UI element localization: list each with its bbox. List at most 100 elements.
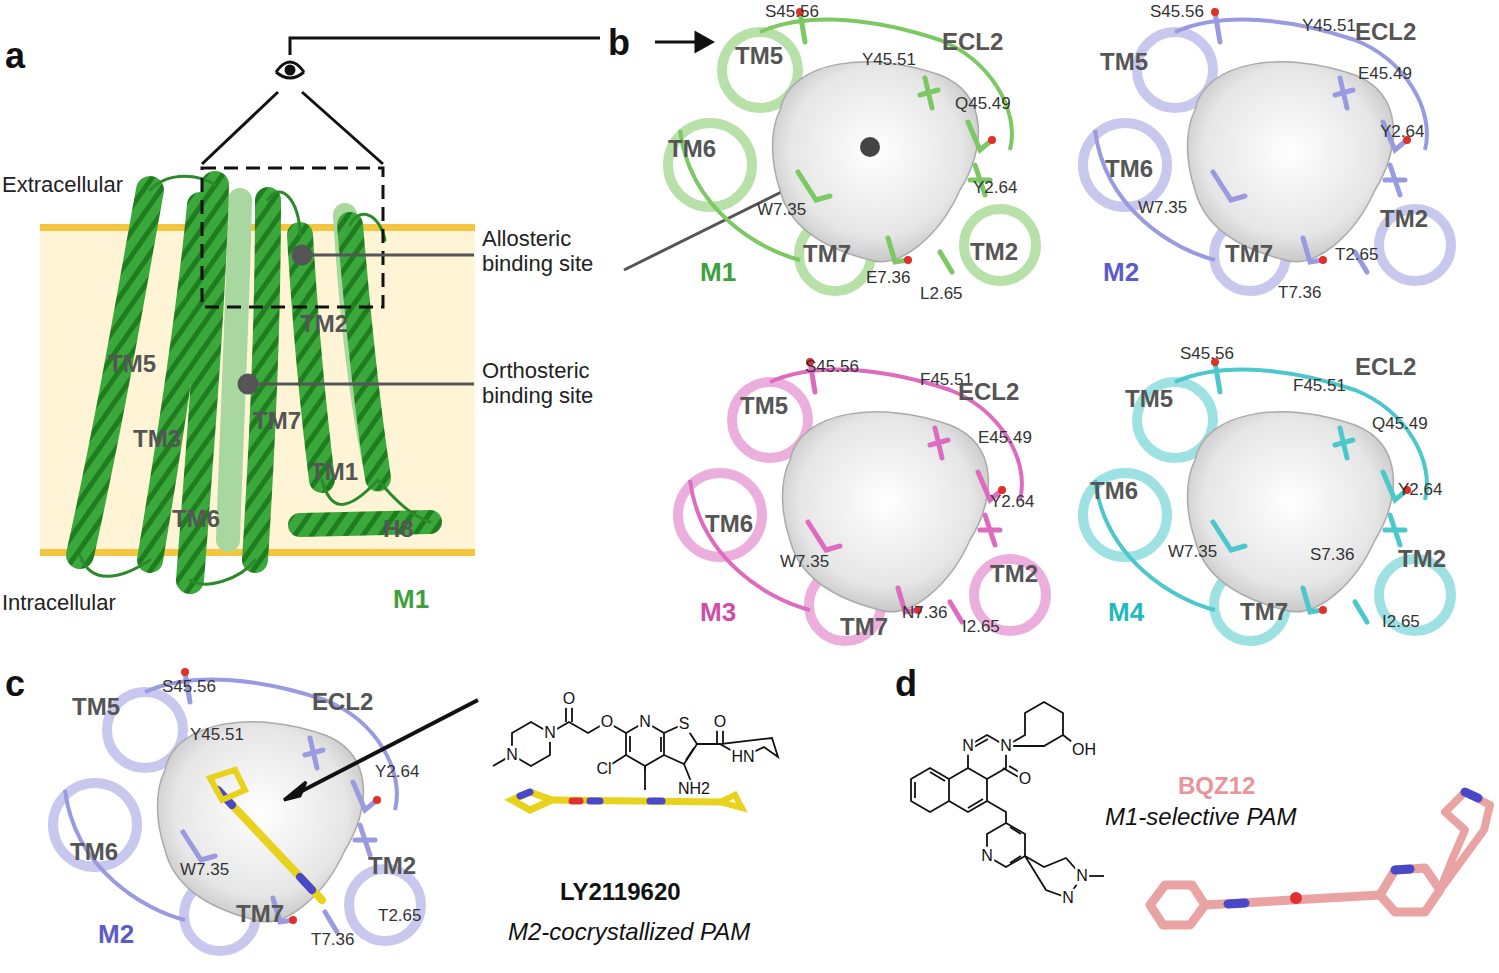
- helix-label: TM2: [368, 852, 416, 880]
- residue-label: N7.36: [902, 603, 947, 623]
- residue-label: S45.56: [765, 2, 819, 22]
- panel-letter: d: [895, 663, 917, 704]
- residue-label: Y45.51: [862, 50, 916, 70]
- receptor-label: M1: [700, 258, 736, 288]
- helix-label: ECL2: [1355, 353, 1416, 381]
- compound-name: BQZ12: [1178, 772, 1255, 800]
- helix-label: TM5: [1125, 385, 1173, 413]
- helix-label: TM5: [1100, 48, 1148, 76]
- residue-label: I2.65: [1382, 612, 1420, 632]
- residue-label: W7.35: [780, 552, 829, 572]
- helix-label: TM7: [1240, 598, 1288, 626]
- helix-label: TM2: [970, 238, 1018, 266]
- m1-top-view: [668, 8, 1036, 291]
- residue-label: E7.36: [866, 268, 910, 288]
- helix-label: ECL2: [942, 28, 1003, 56]
- region-label: Intracellular: [2, 590, 116, 615]
- residue-label: S45.56: [1180, 344, 1234, 364]
- residue-label: T7.36: [1278, 283, 1321, 303]
- receptor-label: M3: [700, 598, 736, 628]
- residue-label: T2.65: [378, 906, 421, 926]
- residue-label: T7.36: [311, 930, 354, 950]
- ly2119620-structure: [493, 699, 778, 790]
- helix-label: TM2: [990, 560, 1038, 588]
- helix-label: TM5: [72, 693, 120, 721]
- receptor-label: M2: [1103, 258, 1139, 288]
- panel-letter: a: [5, 35, 25, 76]
- residue-label: T2.65: [1335, 245, 1378, 265]
- helix-label: TM2: [300, 310, 348, 338]
- residue-label: E45.49: [1358, 64, 1412, 84]
- helix-label: TM6: [668, 135, 716, 163]
- atom-label: Cl: [595, 760, 612, 778]
- bqz12-structure: [911, 702, 1104, 898]
- residue-label: E45.49: [978, 428, 1032, 448]
- region-label: Extracellular: [2, 172, 123, 197]
- residue-label: Q45.49: [955, 94, 1011, 114]
- atom-label: N: [638, 713, 652, 731]
- helix-label: TM2: [1398, 545, 1446, 573]
- helix-label: TM6: [172, 505, 220, 533]
- helix-label: ECL2: [958, 378, 1019, 406]
- atom-label: N: [543, 724, 557, 742]
- residue-label: I2.65: [962, 617, 1000, 637]
- atom-label: NH2: [677, 780, 711, 798]
- compound-note: M2-cocrystallized PAM: [508, 918, 750, 946]
- atom-label: N: [980, 847, 994, 865]
- residue-label: Q45.49: [1372, 414, 1428, 434]
- helix-label: TM6: [1105, 155, 1153, 183]
- helix-label: TM7: [236, 900, 284, 928]
- m2-top-view: [1083, 8, 1451, 291]
- receptor-label: M4: [1108, 598, 1144, 628]
- helix-label: TM6: [70, 838, 118, 866]
- atom-label: N: [505, 746, 519, 764]
- site-dot: [860, 137, 880, 157]
- helix-label: TM7: [1225, 240, 1273, 268]
- site-label: Orthosteric binding site: [482, 358, 647, 409]
- helix-label: TM2: [1380, 205, 1428, 233]
- residue-label: Y2.64: [973, 178, 1017, 198]
- residue-label: Y2.64: [990, 492, 1034, 512]
- helix-label: TM7: [803, 240, 851, 268]
- panel-letter: c: [5, 663, 25, 704]
- residue-label: W7.35: [180, 860, 229, 880]
- atom-label: O: [713, 713, 727, 731]
- atom-label: N: [1075, 867, 1089, 885]
- residue-label: S7.36: [1310, 545, 1354, 565]
- helix-label: TM5: [108, 350, 156, 378]
- residue-label: L2.65: [920, 284, 963, 304]
- helix-label: TM5: [735, 42, 783, 70]
- helix-label: TM7: [840, 613, 888, 641]
- atom-label: S: [678, 715, 691, 733]
- atom-label: HN: [730, 748, 755, 766]
- m4-top-view: [1083, 358, 1451, 641]
- residue-label: Y45.51: [1302, 16, 1356, 36]
- residue-label: W7.35: [757, 200, 806, 220]
- atom-label: OH: [1071, 741, 1097, 759]
- compound-note: M1-selective PAM: [1105, 803, 1297, 831]
- compound-name: LY2119620: [560, 878, 681, 906]
- helix-label: TM7: [253, 407, 301, 435]
- residue-label: Y2.64: [1398, 480, 1442, 500]
- m3-top-view: [678, 358, 1046, 641]
- atom-label: N: [961, 737, 975, 755]
- site-label: Allosteric binding site: [482, 226, 647, 277]
- helix-label: H8: [383, 515, 414, 543]
- helix-label: TM3: [133, 425, 181, 453]
- receptor-label: M1: [393, 585, 429, 615]
- residue-label: F45.51: [1293, 376, 1346, 396]
- residue-label: S45.56: [805, 357, 859, 377]
- residue-label: W7.35: [1138, 198, 1187, 218]
- receptor-label: M2: [98, 920, 134, 950]
- helix-label: TM6: [705, 510, 753, 538]
- site-pointer: [239, 150, 866, 393]
- atom-label: N: [999, 737, 1013, 755]
- helix-label: ECL2: [312, 688, 373, 716]
- residue-label: S45.56: [1150, 2, 1204, 22]
- atom-label: O: [1018, 770, 1032, 788]
- pointer-arrow-head: [284, 782, 306, 800]
- atom-label: N: [1061, 889, 1075, 907]
- residue-label: Y2.64: [375, 762, 419, 782]
- residue-label: Y45.51: [190, 725, 244, 745]
- panel-letter: b: [608, 22, 630, 63]
